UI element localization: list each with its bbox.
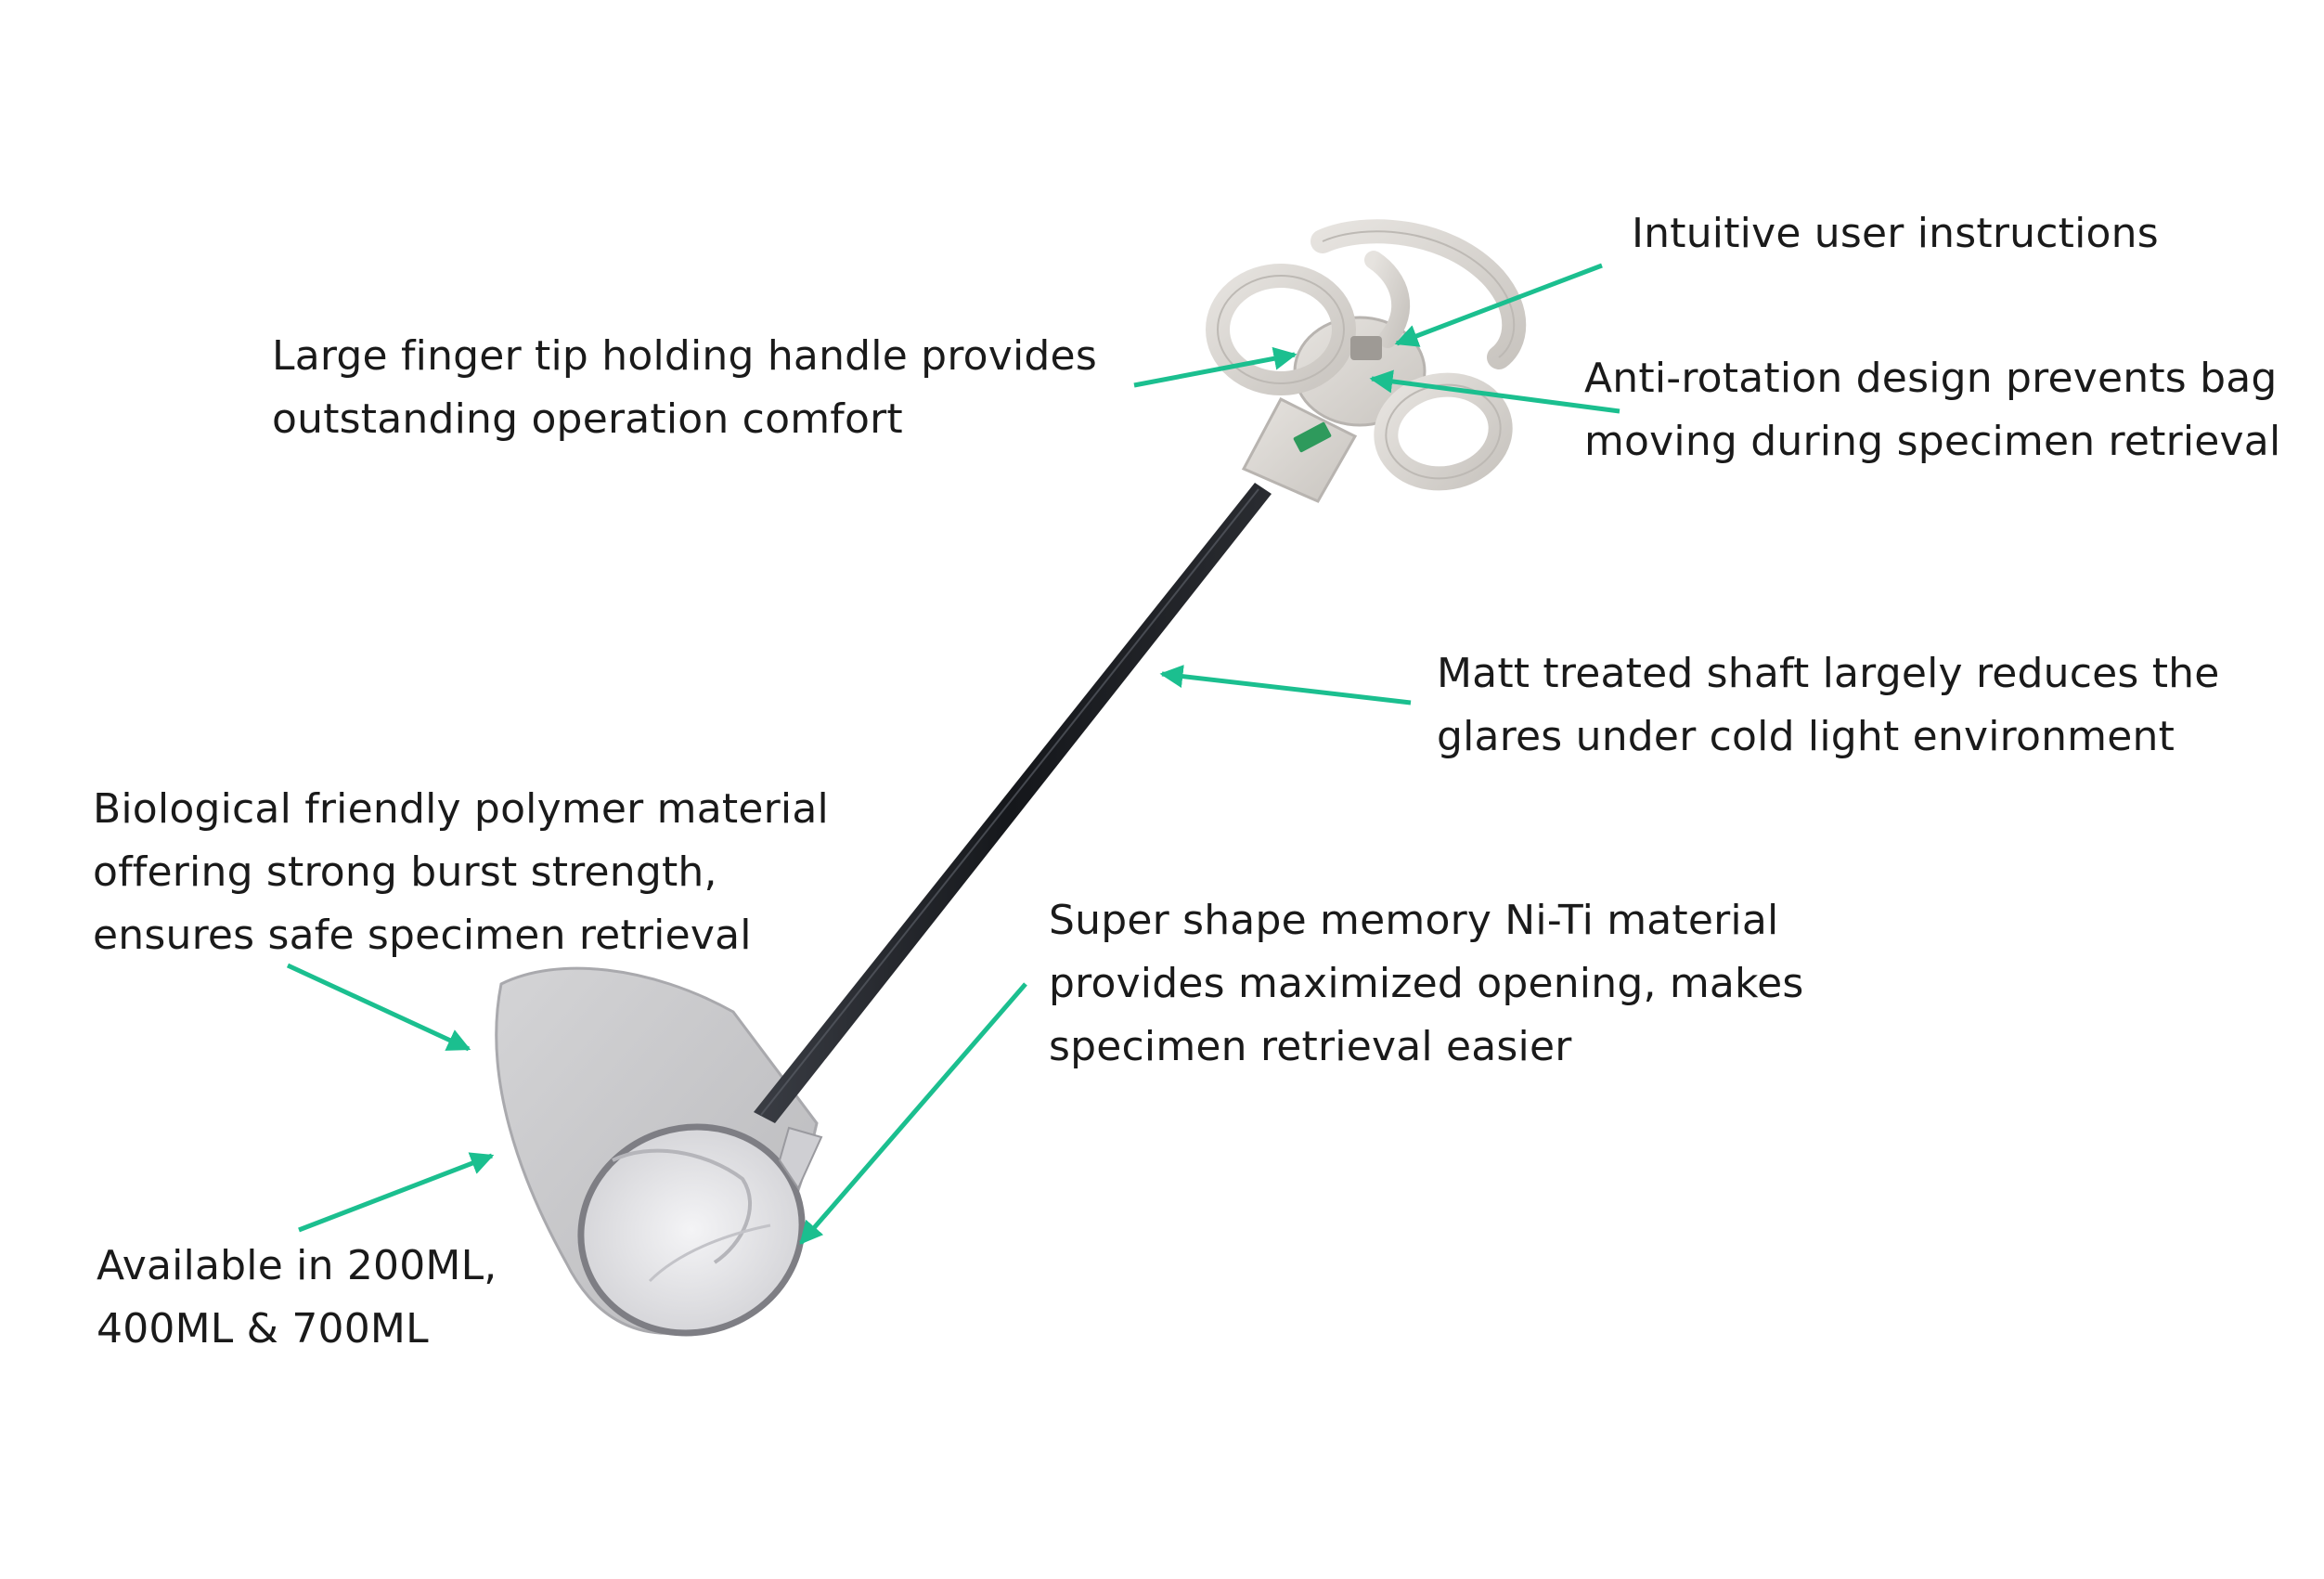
callout-sizes: Available in 200ML, 400ML & 700ML <box>97 1235 497 1361</box>
shaft <box>754 483 1272 1123</box>
handle <box>1206 219 1527 503</box>
bag-flap <box>778 1126 823 1191</box>
callout-line: Matt treated shaft largely reduces the <box>1437 650 2220 697</box>
shaft-highlight <box>760 488 1259 1116</box>
callout-line: Biological friendly polymer material <box>93 785 829 833</box>
bag <box>495 966 823 1337</box>
callout-line: provides maximized opening, makes <box>1049 960 1804 1008</box>
callout-line: ensures safe specimen retrieval <box>93 912 752 960</box>
callout-line: Intuitive user instructions <box>1632 210 2159 257</box>
callout-handle: Large finger tip holding handle provides… <box>272 325 1097 451</box>
callout-line: glares under cold light environment <box>1437 713 2176 761</box>
callout-anti-rotation: Anti-rotation design prevents bag moving… <box>1584 347 2280 473</box>
callout-line: 400ML & 700ML <box>97 1305 429 1353</box>
callout-arrow-shaft <box>1159 665 1412 705</box>
callout-arrows <box>286 263 1620 1245</box>
callout-line: Super shape memory Ni-Ti material <box>1049 897 1779 944</box>
callout-instructions: Intuitive user instructions <box>1632 202 2159 265</box>
callout-shaft: Matt treated shaft largely reduces the g… <box>1437 642 2220 769</box>
bag-fold <box>612 1148 753 1264</box>
finger-ring-edge <box>1217 275 1345 384</box>
callout-line: Large finger tip holding handle provides <box>272 332 1097 380</box>
callout-arrow-handle <box>1133 346 1298 388</box>
callout-line: moving during specimen retrieval <box>1584 418 2281 466</box>
thumb-arc-edge <box>1322 230 1516 358</box>
callout-arrow-instructions <box>1394 263 1603 347</box>
callout-line: Available in 200ML, <box>97 1242 497 1289</box>
callout-line: Anti-rotation design prevents bag <box>1584 355 2278 402</box>
callout-line: offering strong burst strength, <box>93 848 717 897</box>
bag-rim <box>577 1123 806 1337</box>
callout-arrow-niti <box>799 982 1027 1245</box>
callout-niti: Super shape memory Ni-Ti material provid… <box>1049 889 1804 1080</box>
handle-spur <box>1364 251 1411 348</box>
callout-material: Biological friendly polymer material off… <box>93 778 829 968</box>
shaft-body <box>754 483 1272 1123</box>
callout-line: outstanding operation comfort <box>272 395 903 444</box>
brand-logo <box>1293 421 1332 453</box>
handle-center-mark <box>1350 336 1382 360</box>
callout-arrow-sizes <box>298 1152 495 1233</box>
callout-line: specimen retrieval easier <box>1049 1023 1572 1071</box>
bag-fold <box>648 1223 771 1283</box>
callout-arrow-material <box>286 963 471 1052</box>
callout-arrow-anti-rotation <box>1369 369 1620 414</box>
